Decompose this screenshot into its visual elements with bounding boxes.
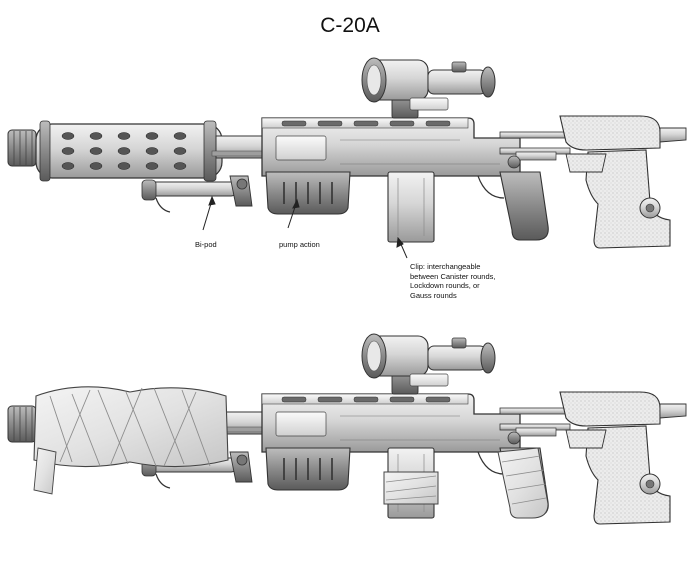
callout-clip: Clip: interchangeable between Canister r…	[410, 262, 495, 300]
callout-bipod: Bi-pod	[195, 240, 217, 249]
callout-clip-line: Clip: interchangeable	[410, 262, 481, 271]
page-title: C-20A	[320, 14, 380, 37]
callout-arrows	[202, 195, 408, 259]
callout-pump-action: pump action	[279, 240, 320, 249]
callout-clip-line: Lockdown rounds, or	[410, 281, 480, 290]
rifle-clean	[7, 57, 687, 249]
rifle-wrapped	[7, 333, 687, 525]
callout-clip-line: between Canister rounds,	[410, 271, 496, 281]
callout-clip-line: Gauss rounds	[410, 290, 457, 300]
